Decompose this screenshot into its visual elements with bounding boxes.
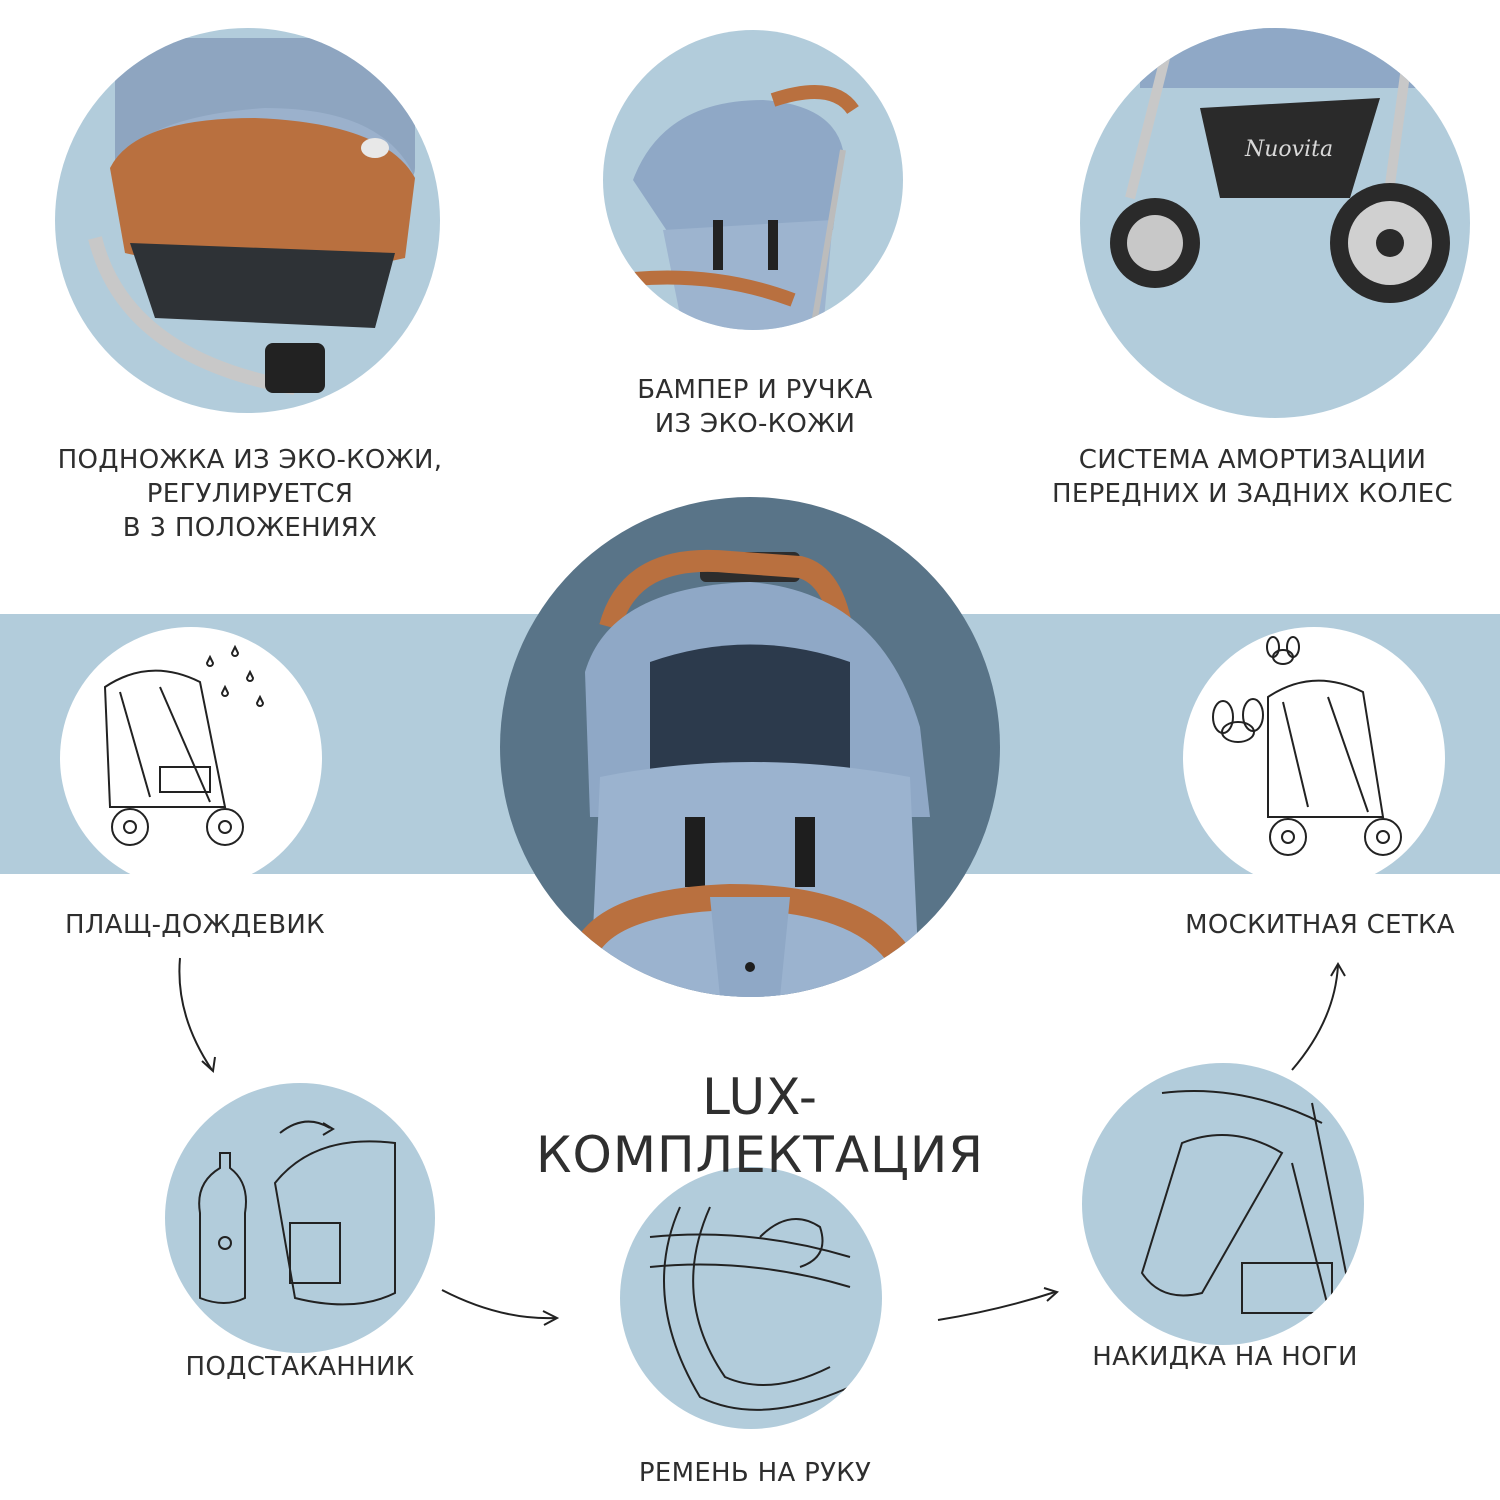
suspension-photo: Nuovita [1080,28,1470,418]
suspension-line-2: ПЕРЕДНИХ И ЗАДНИХ КОЛЕС [1052,479,1453,509]
wrist-strap-label: РЕМЕНЬ НА РУКУ [638,1458,872,1488]
bumper-line-1: БАМПЕР И РУЧКА [637,375,873,405]
bumper-label: БАМПЕР И РУЧКА ИЗ ЭКО-КОЖИ [560,373,950,441]
raincover-label: ПЛАЩ-ДОЖДЕВИК [65,910,325,940]
suspension-label: СИСТЕМА АМОРТИЗАЦИИ ПЕРЕДНИХ И ЗАДНИХ КО… [1030,443,1475,511]
mosquito-net-image [1183,627,1445,889]
cup-holder-label: ПОДСТАКАННИК [185,1352,415,1382]
foot-cover-label: НАКИДКА НА НОГИ [1092,1342,1358,1372]
footrest-line-2: РЕГУЛИРУЕТСЯ [146,479,354,509]
bumper-photo [603,30,903,330]
mosquito-net-label: МОСКИТНАЯ СЕТКА [1185,910,1455,940]
page-title: LUX-КОМПЛЕКТАЦИЯ [536,1068,984,1184]
footrest-photo [55,28,440,413]
arrow-raincover-to-cupholder [178,957,213,1071]
brand-text: Nuovita [1244,137,1333,162]
bumper-line-2: ИЗ ЭКО-КОЖИ [654,409,856,439]
arrow-footcover-to-net [1291,964,1339,1071]
cup-holder-image [165,1083,435,1353]
wrist-strap-image [620,1167,882,1429]
stroller-photo [500,497,1000,997]
arrow-strap-to-footcover [937,1291,1056,1321]
suspension-line-1: СИСТЕМА АМОРТИЗАЦИИ [1078,445,1427,475]
footrest-line-1: ПОДНОЖКА ИЗ ЭКО-КОЖИ, [57,445,443,475]
footrest-line-3: В 3 ПОЛОЖЕНИЯХ [122,513,378,543]
raincover-image [60,627,322,889]
foot-cover-image [1082,1063,1364,1345]
footrest-label: ПОДНОЖКА ИЗ ЭКО-КОЖИ, РЕГУЛИРУЕТСЯ В 3 П… [40,443,460,545]
arrow-cupholder-to-strap [441,1289,556,1320]
